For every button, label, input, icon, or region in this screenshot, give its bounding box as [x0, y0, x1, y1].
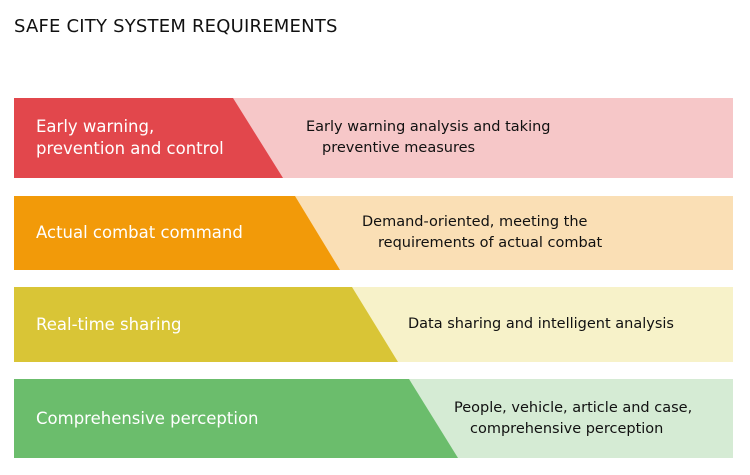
row-description-line: Early warning analysis and taking [306, 119, 551, 135]
row-label-band [14, 196, 340, 270]
row-label-band [14, 98, 283, 178]
row-description: Data sharing and intelligent analysis [408, 287, 674, 362]
row-label-line: Actual combat command [36, 223, 243, 242]
row-label: Real-time sharing [36, 287, 182, 362]
row-description-line: Demand-oriented, meeting the [362, 214, 588, 230]
row-label-band [14, 379, 458, 458]
row-description: Demand-oriented, meeting the requirements… [362, 196, 602, 270]
row-label-line: prevention and control [36, 139, 224, 158]
row-label: Actual combat command [36, 196, 243, 270]
row-label-line: Comprehensive perception [36, 408, 259, 428]
row-description-line: requirements of actual combat [378, 235, 603, 251]
row-description-line: preventive measures [322, 140, 476, 156]
row-description: People, vehicle, article and case, compre… [454, 379, 692, 458]
row-label: Comprehensive perception [36, 379, 259, 458]
diagram-title: SAFE CITY SYSTEM REQUIREMENTS [14, 16, 338, 37]
row-label-line: Real-time sharing [36, 314, 182, 334]
row-label-band [14, 287, 398, 362]
row-label: Early warning, prevention and control [36, 98, 224, 178]
row-description-line: People, vehicle, article and case, [454, 399, 693, 416]
row-label-line: Early warning, [36, 117, 155, 136]
row-description: Early warning analysis and taking prevent… [306, 98, 551, 178]
row-description-line: comprehensive perception [470, 420, 664, 437]
row-description-line: Data sharing and intelligent analysis [408, 316, 674, 332]
